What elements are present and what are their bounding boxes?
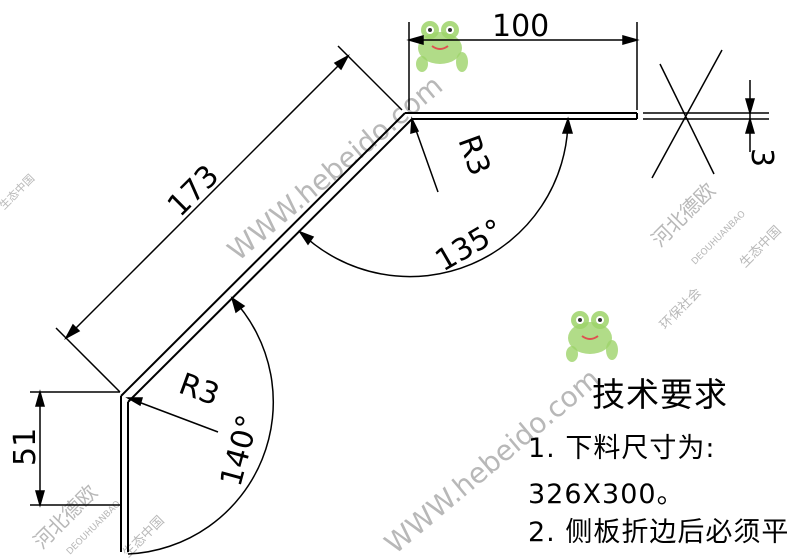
angle-135-arrow-b (298, 230, 315, 246)
watermark-slogan-right: 环保社会 (657, 285, 705, 333)
dim-173-arrow-bottom (64, 323, 81, 340)
dim-100-arrow-left (406, 35, 424, 45)
dim-173-ext-bottom (55, 327, 121, 393)
dim-51-arrow-bottom (35, 490, 45, 508)
notes-item-1-continued: 326X300。 (528, 479, 685, 510)
diagonal-web-outer (120, 112, 406, 397)
frog-mascot-icon (566, 311, 618, 362)
thickness-text: 3 (744, 148, 779, 167)
r3-top-text: R3 (450, 131, 497, 180)
thickness-arrow-bottom (745, 116, 755, 134)
thickness-arrow-top (745, 98, 755, 116)
dim-173-text: 173 (161, 158, 226, 223)
angle-135-arrow-a (561, 116, 573, 134)
watermark-url-top: WWW.hebeido.com (221, 69, 449, 268)
thickness-cross-a (651, 49, 723, 179)
dimension-layer (30, 22, 769, 555)
dim-51-text: 51 (8, 428, 43, 466)
dim-51-arrow-top (35, 389, 45, 407)
angle-140-arc (127, 297, 275, 555)
notes-item-1: 1. 下料尺寸为: (528, 433, 716, 464)
dim-173-line (65, 55, 349, 339)
frog-mascot-icon (416, 21, 468, 72)
r3-bottom-leader (127, 397, 219, 433)
notes-item-2: 2. 侧板折边后必须平 (528, 517, 789, 548)
watermark-slogan2-right: 生态中国 (737, 223, 784, 270)
drawing-canvas: WWW.hebeido.com WWW.hebeido.com 河北德欧 DEO… (0, 9, 785, 558)
angle-140-arrow-a (230, 296, 246, 314)
diagonal-web-inner (127, 118, 413, 403)
dim-173-arrow-top (333, 54, 350, 71)
thickness-cross-b (659, 63, 715, 175)
angle-135-text: 135° (430, 212, 510, 278)
r3-bottom-text: R3 (174, 367, 223, 414)
bent-plate-profile (120, 112, 638, 552)
dim-100-text: 100 (492, 9, 549, 44)
angle-140-text: 140° (214, 411, 267, 490)
notes-title: 技术要求 (592, 375, 728, 414)
watermark-slogan2-topleft: 生态中国 (0, 171, 37, 212)
r3-bottom-arrow (125, 397, 143, 407)
r3-top-arrow (410, 116, 420, 135)
dim-173-ext-top (337, 45, 403, 111)
dim-100-arrow-right (622, 35, 640, 45)
angle-135-arc (299, 118, 569, 278)
